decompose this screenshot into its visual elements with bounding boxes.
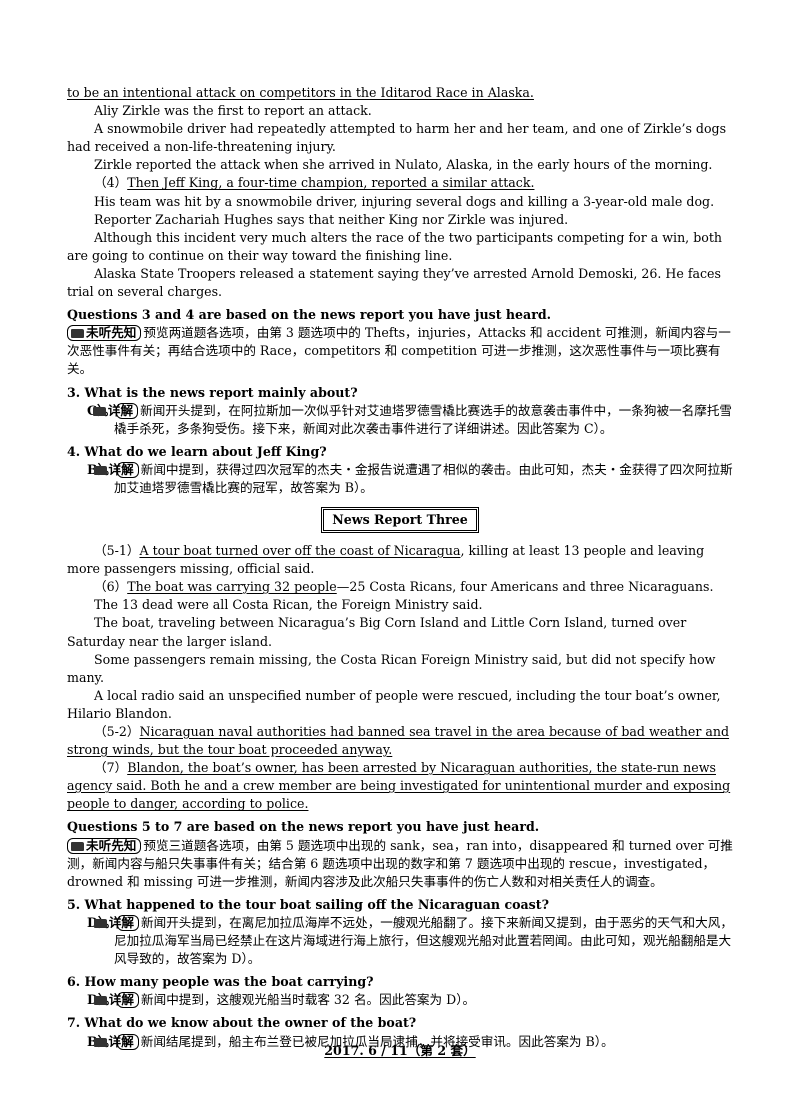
question-7: 7. What do we know about the owner of th… xyxy=(67,1015,417,1031)
report2-paragraph: Aliy Zirkle was the first to report an a… xyxy=(94,103,372,119)
answer-7: B）。详解新闻结尾提到，船主布兰登已被尼加拉瓜当局逮捕，并将接受审讯。因此答案为… xyxy=(67,1033,733,1051)
key-sentence: to be an intentional attack on competito… xyxy=(67,85,534,100)
report3-paragraph: （7）Blandon, the boat’s owner, has been a… xyxy=(67,759,733,813)
report2-paragraph: Zirkle reported the attack when she arri… xyxy=(94,157,713,173)
answer-5: D）。详解新闻开头提到，在离尼加拉瓜海岸不远处，一艘观光船翻了。接下来新闻又提到… xyxy=(67,914,733,968)
key-sentence: Blandon, the boat’s owner, has been arre… xyxy=(67,760,731,812)
detail-tag: 详解 xyxy=(93,992,139,1009)
questions-heading: Questions 3 and 4 are based on the news … xyxy=(67,307,552,323)
section-header: News Report Three xyxy=(67,507,733,534)
key-sentence: Nicaraguan naval authorities had banned … xyxy=(67,724,730,758)
report2-paragraph: A snowmobile driver had repeatedly attem… xyxy=(67,121,727,155)
report3-paragraph: A local radio said an unspecified number… xyxy=(67,687,721,721)
question-marker: （6） xyxy=(94,579,128,595)
detail-tag: 详解 xyxy=(93,1033,139,1050)
questions-heading: Questions 5 to 7 are based on the news r… xyxy=(67,819,540,835)
preview-tag: 未听先知 xyxy=(67,325,142,342)
question-3: 3. What is the news report mainly about? xyxy=(67,384,358,400)
key-sentence: A tour boat turned over off the coast of… xyxy=(139,543,461,559)
preview-paragraph: 未听先知预览三道题各选项，由第 5 题选项中出现的 sank，sea，ran i… xyxy=(67,837,733,889)
report2-paragraph: Reporter Zachariah Hughes says that neit… xyxy=(94,211,569,227)
page-footer: 2017. 6 / 11（第 2 套） xyxy=(0,1040,800,1059)
report2-paragraph: Although this incident very much alters … xyxy=(67,229,723,263)
answer-3: C）。详解新闻开头提到，在阿拉斯加一次似乎针对艾迪塔罗德雪橇比赛选手的故意袭击事… xyxy=(67,402,733,438)
question-5: 5. What happened to the tour boat sailin… xyxy=(67,896,549,912)
preview-paragraph: 未听先知预览两道题各选项，由第 3 题选项中的 Thefts，injuries，… xyxy=(67,325,731,377)
report3-paragraph: Some passengers remain missing, the Cost… xyxy=(67,651,716,685)
folder-icon xyxy=(71,841,84,851)
folder-icon xyxy=(92,406,106,416)
report2-paragraph: Alaska State Troopers released a stateme… xyxy=(67,265,721,300)
question-6: 6. How many people was the boat carrying… xyxy=(67,974,374,990)
folder-icon xyxy=(93,996,107,1006)
section-title: News Report Three xyxy=(321,507,479,534)
question-4: 4. What do we learn about Jeff King? xyxy=(67,443,327,459)
question-marker: （5-2） xyxy=(94,724,140,739)
report3-paragraph: The 13 dead were all Costa Rican, the Fo… xyxy=(94,597,483,613)
folder-icon xyxy=(93,1037,107,1047)
folder-icon xyxy=(71,329,84,339)
question-marker: （7） xyxy=(94,760,128,776)
report2-paragraph: （4）Then Jeff King, a four-time champion,… xyxy=(67,174,733,192)
report3-paragraph: （6）The boat was carrying 32 people—25 Co… xyxy=(94,579,714,595)
folder-icon xyxy=(93,465,107,475)
key-sentence: Then Jeff King, a four-time champion, re… xyxy=(127,175,535,191)
question-marker: （4） xyxy=(94,175,128,191)
detail-tag: 详解 xyxy=(93,914,139,931)
folder-icon xyxy=(93,918,107,928)
report3-paragraph: （5-1）A tour boat turned over off the coa… xyxy=(67,543,705,577)
content-column: to be an intentional attack on competito… xyxy=(67,84,733,1051)
report2-paragraph: His team was hit by a snowmobile driver,… xyxy=(94,193,715,209)
question-marker: （5-1） xyxy=(94,543,140,559)
answer-4: B）。详解新闻中提到，获得过四次冠军的杰夫・金报告说遭遇了相似的袭击。由此可知，… xyxy=(67,461,733,497)
report3-paragraph: （5-2）Nicaraguan naval authorities had ba… xyxy=(67,723,733,759)
footer-text: 2017. 6 / 11（第 2 套） xyxy=(324,1043,476,1058)
detail-tag: 详解 xyxy=(92,402,139,419)
key-sentence: The boat was carrying 32 people xyxy=(127,579,337,595)
report2-paragraph: to be an intentional attack on competito… xyxy=(67,84,733,102)
report3-paragraph: The boat, traveling between Nicaragua’s … xyxy=(67,615,687,649)
preview-tag: 未听先知 xyxy=(67,837,142,854)
detail-tag: 详解 xyxy=(93,461,139,478)
